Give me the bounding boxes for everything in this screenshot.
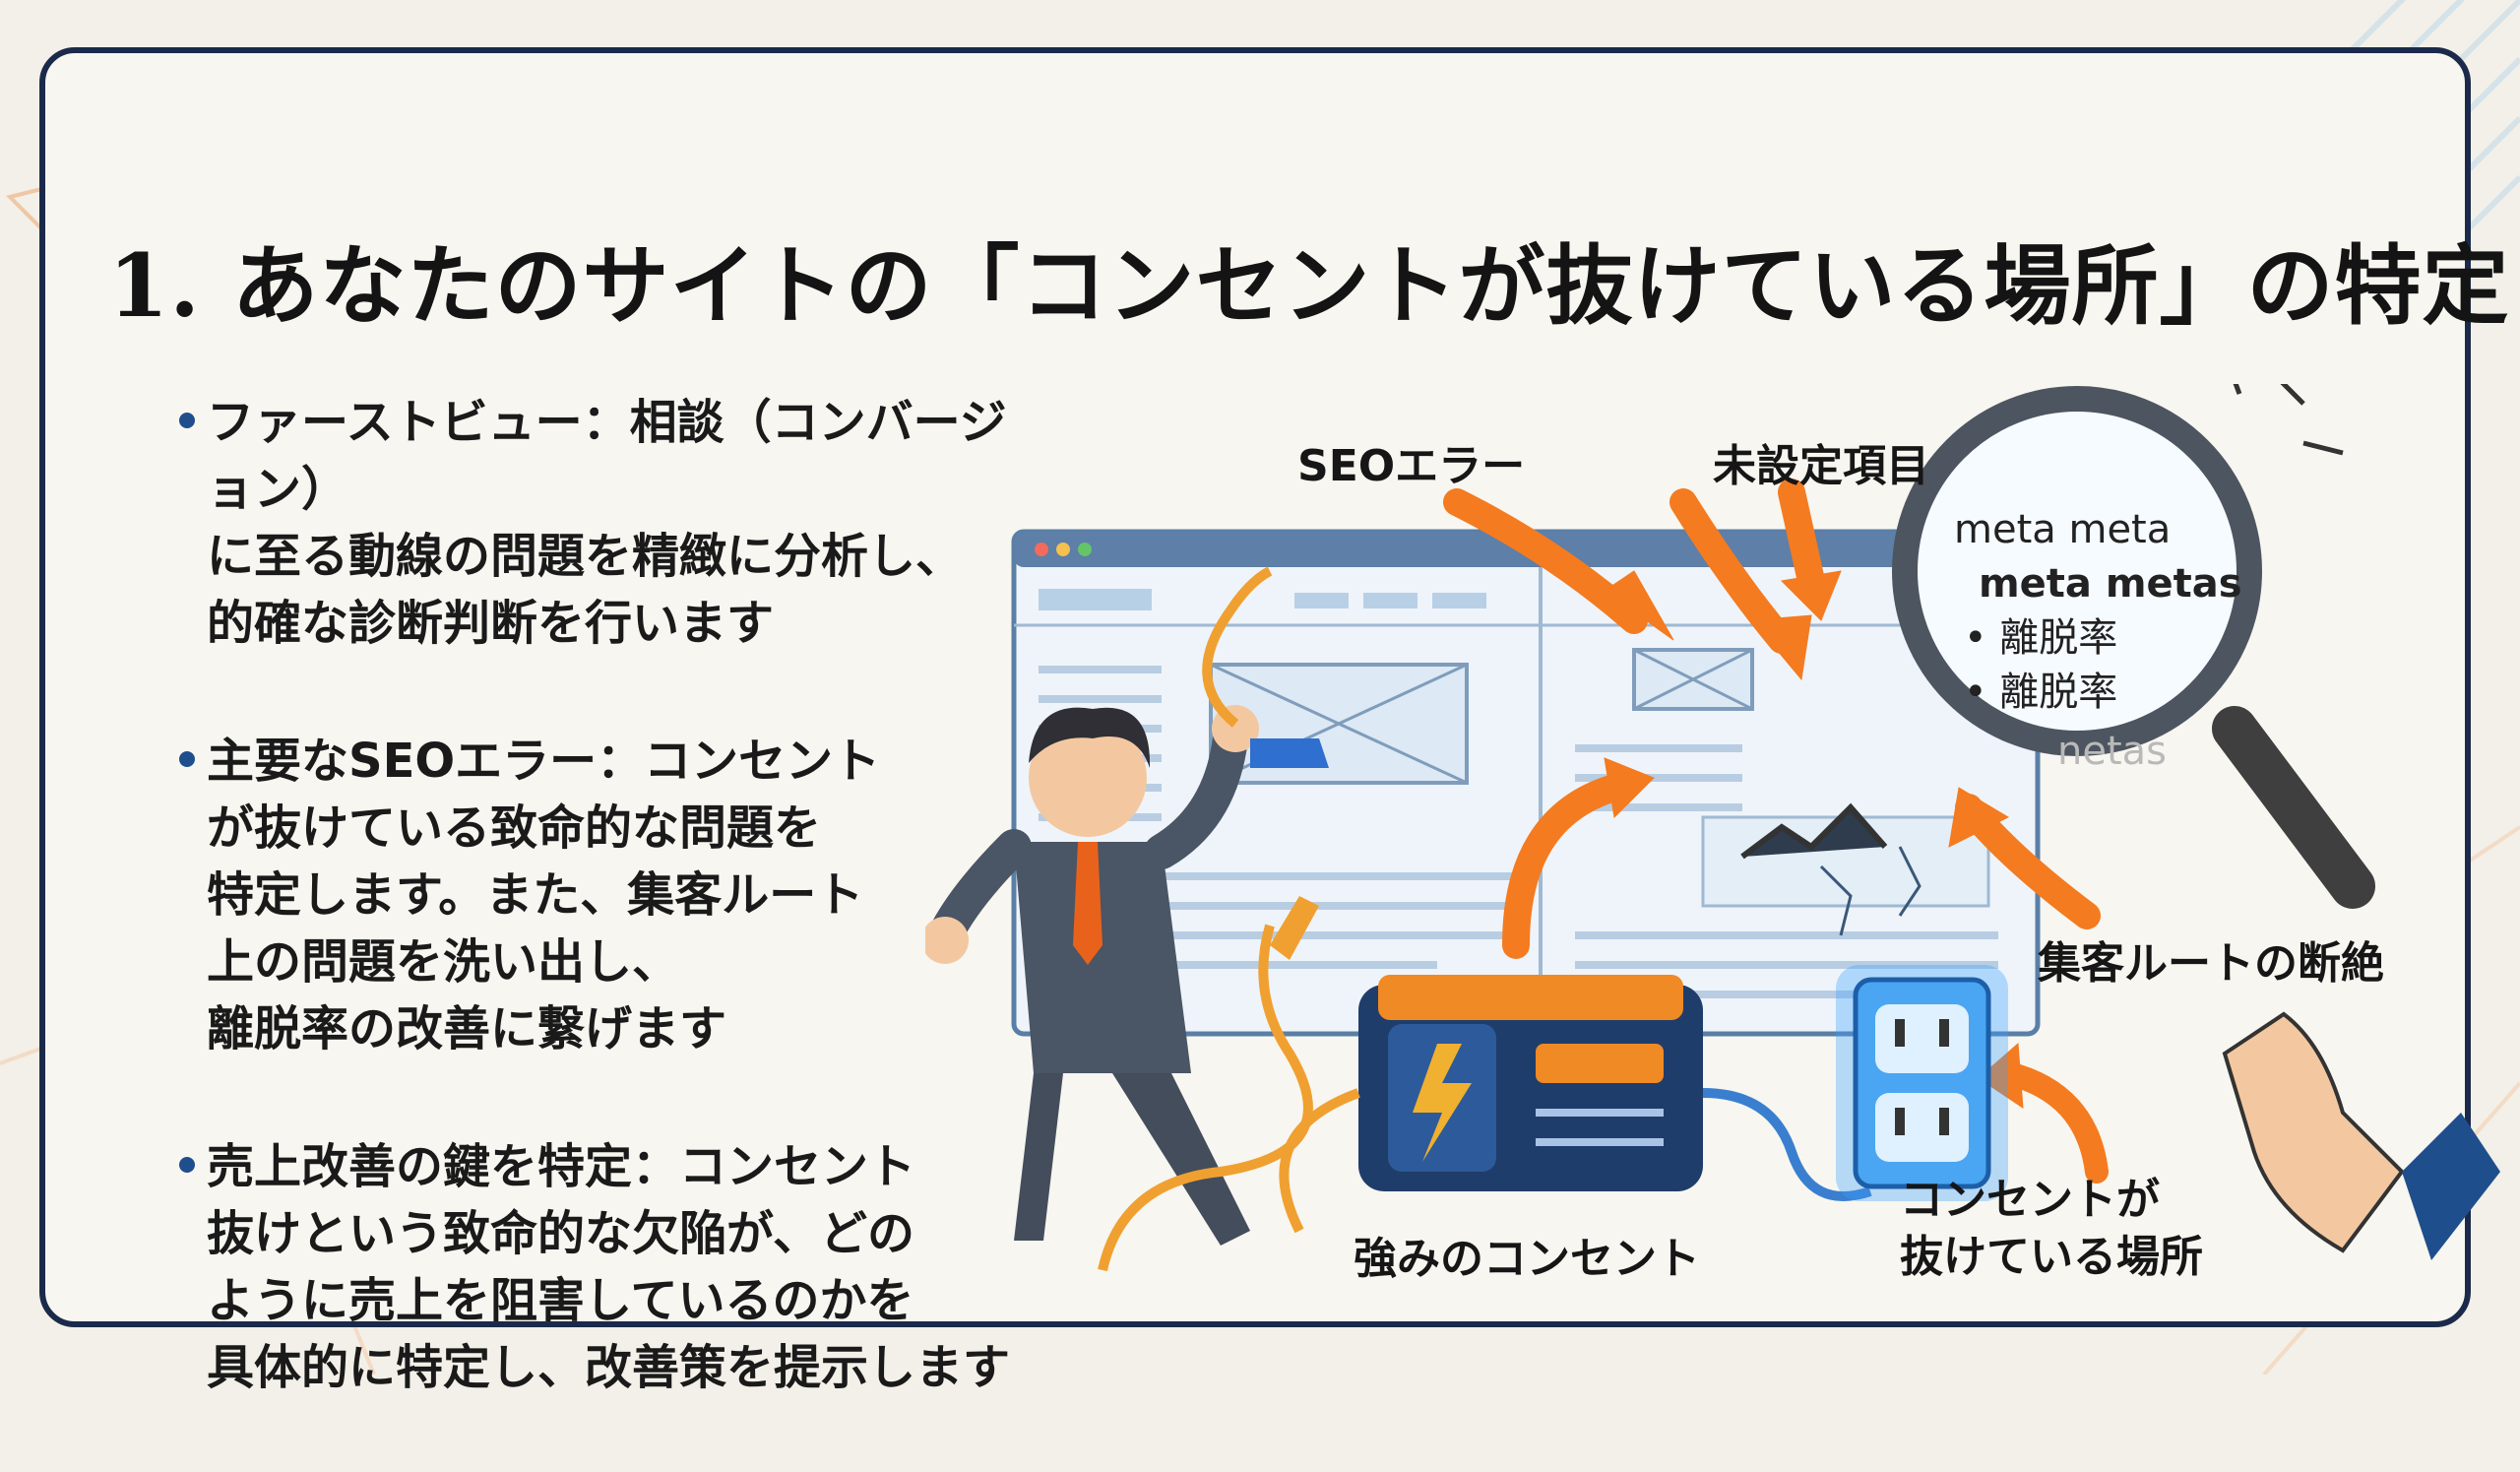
label-unplugged-place: コンセントが 抜けている場所 — [1900, 1175, 2203, 1282]
bullet-text: ファーストビュー：相談（コンバージョン） に至る動線の問題を精緻に分析し、 的確… — [207, 395, 1007, 651]
label-unset-items: 未設定項目 — [1713, 441, 1929, 491]
bullet-item: 売上改善の鍵を特定：コンセント 抜けという致命的な欠陥が、どの ように売上を阻害… — [179, 1133, 1014, 1401]
generator-icon — [1279, 975, 1872, 1234]
magnifier-line: meta metas — [1979, 561, 2242, 607]
bullet-dot-icon — [179, 751, 195, 767]
bullet-item: 主要なSEOエラー：コンセント が抜けている致命的な問題を 特定します。また、集… — [179, 728, 1014, 1062]
magnifier-line: netas — [2057, 729, 2167, 774]
arrow-icon — [1443, 479, 2109, 1184]
label-strength-outlet: 強みのコンセント — [1354, 1234, 1700, 1284]
page-title: 1. あなたのサイトの「コンセントが抜けている場所」の特定 — [108, 234, 2510, 337]
magnifier-line: • 離脱率 — [1964, 615, 2118, 661]
magnifier-line: meta meta — [1954, 507, 2172, 552]
bullet-text: 売上改善の鍵を特定：コンセント 抜けという致命的な欠陥が、どの ように売上を阻害… — [207, 1139, 1011, 1395]
bullet-dot-icon — [179, 413, 195, 428]
illustration-drawing — [921, 353, 2500, 1272]
bullet-dot-icon — [179, 1157, 195, 1173]
label-seo-error: SEOエラー — [1297, 441, 1526, 491]
illustration: SEOエラー 未設定項目 集客ルートの断絶 強みのコンセント コンセントが 抜け… — [921, 353, 2500, 1329]
bullet-list: ファーストビュー：相談（コンバージョン） に至る動線の問題を精緻に分析し、 的確… — [179, 389, 1014, 1472]
magnifier-icon — [1892, 353, 2375, 909]
businessman-icon — [921, 566, 1329, 1246]
bullet-text: 主要なSEOエラー：コンセント が抜けている致命的な問題を 特定します。また、集… — [207, 734, 881, 1056]
pointing-hand-icon — [2222, 1011, 2500, 1260]
outlet-icon — [1836, 965, 2008, 1201]
bullet-item: ファーストビュー：相談（コンバージョン） に至る動線の問題を精緻に分析し、 的確… — [179, 389, 1014, 657]
magnifier-line: • 離脱率 — [1964, 670, 2118, 715]
plug-icon — [1270, 896, 1319, 960]
label-route-break: 集客ルートの断絶 — [2038, 938, 2384, 989]
